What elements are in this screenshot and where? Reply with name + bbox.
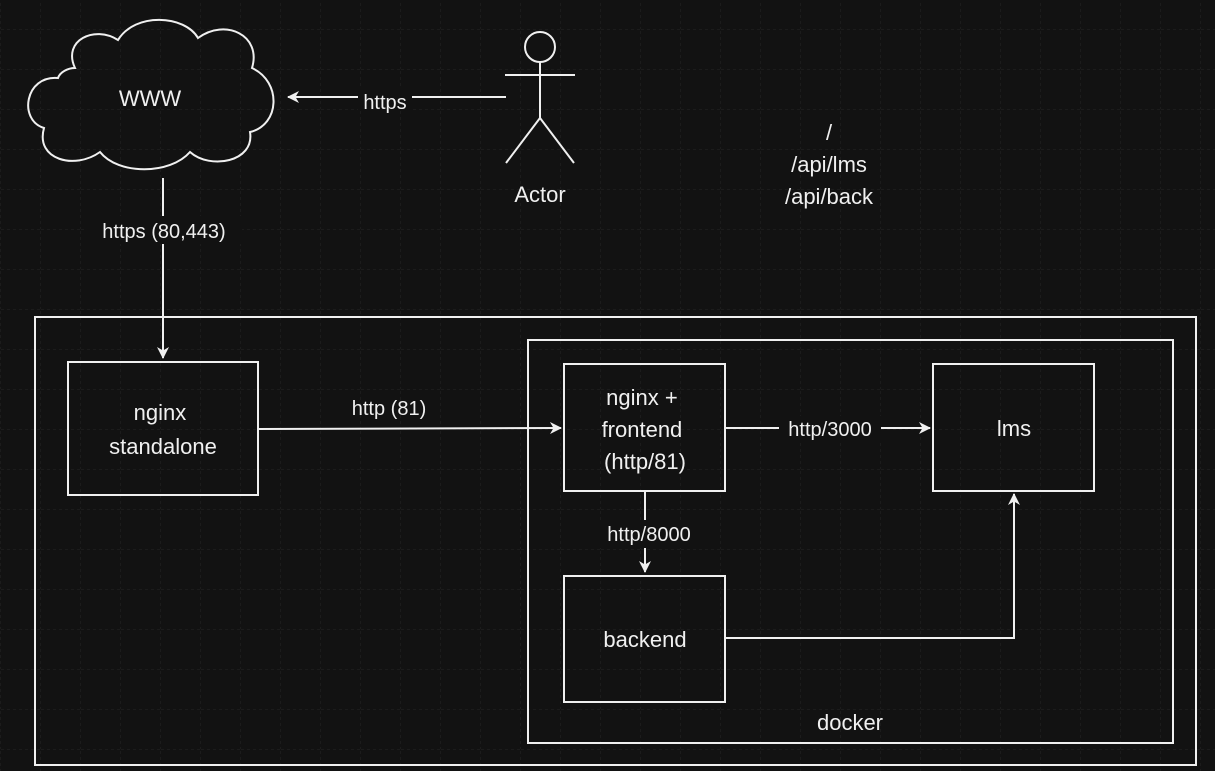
edge-label-http-81: http (81): [352, 398, 426, 420]
edge-frontend-to-backend: http/8000: [596, 491, 702, 573]
lms-label: lms: [997, 416, 1031, 441]
routes-annotation: / /api/lms /api/back: [785, 120, 874, 209]
route-api-lms: /api/lms: [791, 152, 867, 177]
edge-www-to-nginx: https (80,443): [86, 178, 242, 359]
edge-label-https: https: [363, 92, 406, 114]
edge-label-bg: [358, 86, 412, 110]
stick-figure-icon: [505, 31, 575, 164]
docker-boundary: [527, 339, 1174, 744]
edge-label-bg: [779, 416, 881, 442]
edge-backend-to-lms: [725, 493, 1020, 639]
docker-container[interactable]: docker: [527, 339, 1174, 744]
nginx-standalone-label: nginx standalone: [109, 400, 217, 459]
nginx-frontend-label: nginx + frontend (http/81): [602, 385, 689, 474]
edge-label-bg: [596, 520, 702, 548]
nginx-standalone-line-1: nginx: [134, 400, 187, 425]
edge-label-http-8000: http/8000: [607, 524, 690, 546]
cloud-icon: [27, 19, 275, 171]
edge-actor-to-www: https: [287, 86, 506, 114]
backend-node[interactable]: backend: [563, 575, 726, 703]
nginx-frontend-line-3: (http/81): [604, 449, 686, 474]
nginx-standalone-line-2: standalone: [109, 434, 217, 459]
docker-label: docker: [817, 710, 883, 735]
edge-label-https-ports: https (80,443): [102, 221, 225, 243]
route-api-back: /api/back: [785, 184, 874, 209]
nginx-frontend-line-2: frontend: [602, 417, 683, 442]
backend-label: backend: [603, 627, 686, 652]
edge-label-bg: [86, 216, 242, 244]
actor[interactable]: Actor: [505, 31, 575, 207]
nginx-frontend-line-1: nginx +: [606, 385, 678, 410]
outer-host-container[interactable]: [34, 316, 1197, 766]
edge-label-http-3000: http/3000: [788, 419, 871, 441]
lms-node[interactable]: lms: [932, 363, 1095, 492]
edge-nginx-to-frontend: http (81): [257, 398, 562, 435]
www-cloud[interactable]: WWW: [27, 19, 275, 171]
route-root: /: [826, 120, 833, 145]
edge-frontend-to-lms: http/3000: [725, 416, 931, 442]
nginx-frontend-node[interactable]: nginx + frontend (http/81): [563, 363, 726, 492]
actor-label: Actor: [514, 182, 565, 207]
www-label: WWW: [119, 86, 182, 111]
